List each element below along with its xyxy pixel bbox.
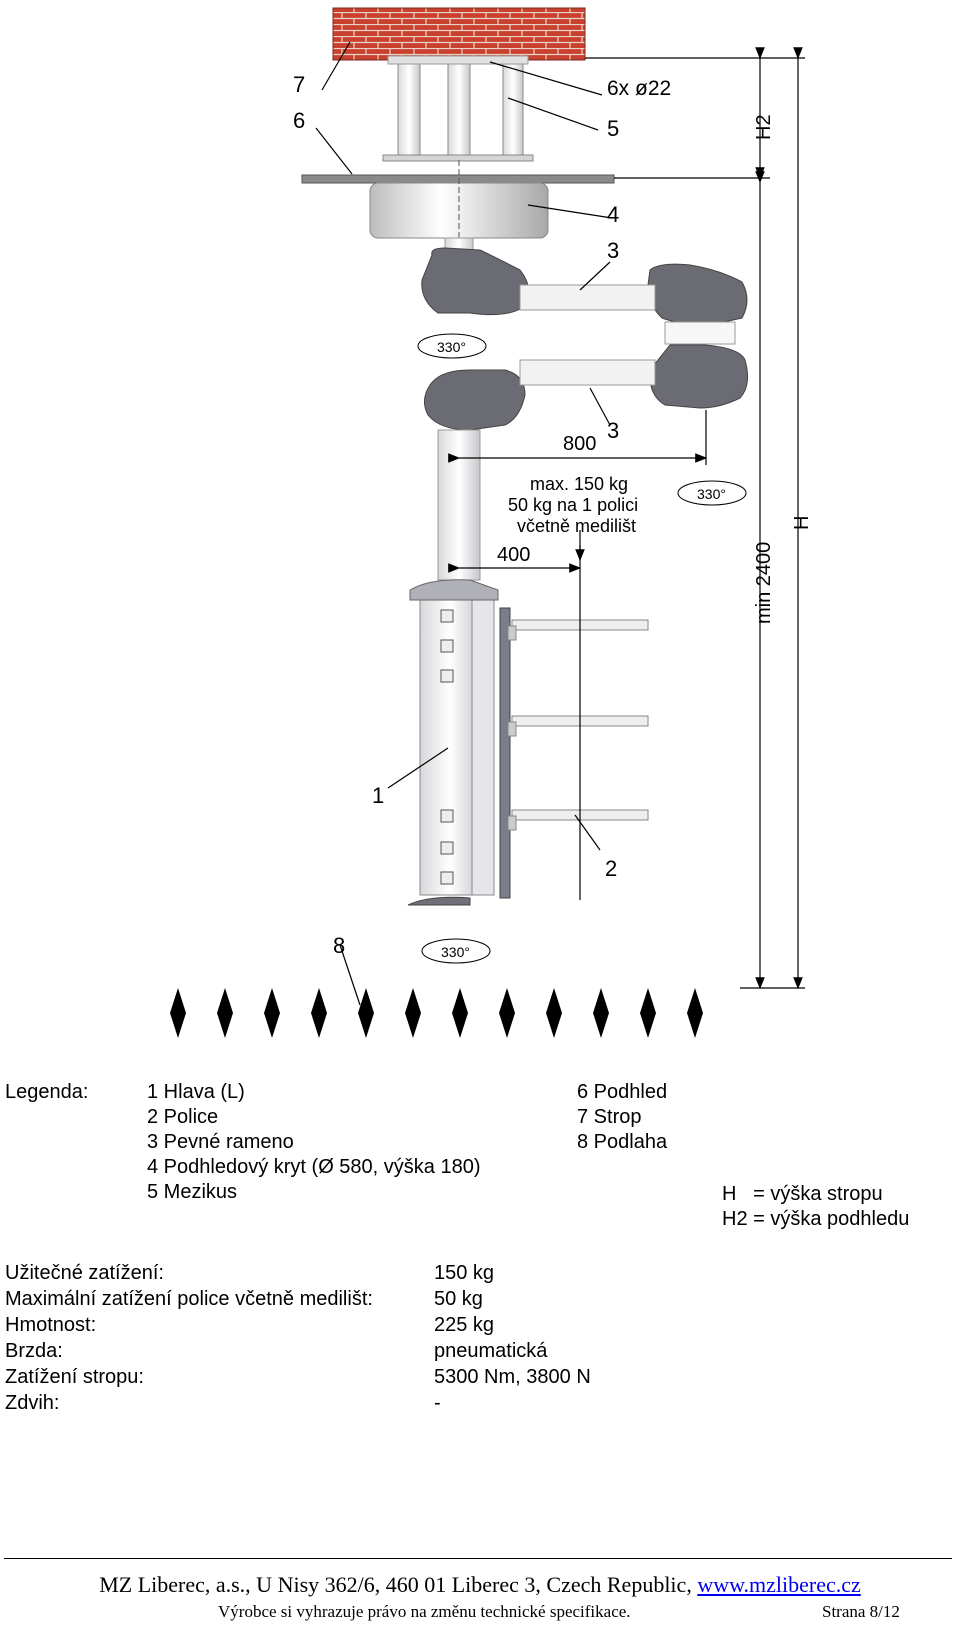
spec-label-useful-load: Užitečné zatížení: (5, 1262, 164, 1284)
legend-def-H2: H2 = výška podhledu (722, 1208, 910, 1230)
callout-7: 7 (293, 72, 305, 97)
arm-joints (421, 247, 749, 431)
legend-item-2: 2 Police (147, 1106, 219, 1128)
dim-800: 800 (563, 433, 596, 455)
callout-5: 5 (607, 116, 619, 141)
floor-tile-mark (499, 988, 515, 1038)
floor-tile-mark (358, 988, 374, 1038)
floor-tile-mark (217, 988, 233, 1038)
spec-value-lift: - (434, 1392, 441, 1414)
callout-1: 1 (372, 783, 384, 808)
legend-item-8: 8 Podlaha (577, 1131, 668, 1153)
rotation-marker-right: 330° (677, 480, 747, 506)
technical-drawing: 7 6 6x ø22 5 4 3 3 1 2 8 330° 330° 330° … (170, 7, 813, 1038)
callout-6x-d22: 6x ø22 (607, 77, 671, 100)
spec-value-ceiling-load: 5300 Nm, 3800 N (434, 1366, 591, 1388)
dim-H2: H2 (753, 114, 775, 140)
leader-lines (315, 41, 613, 1006)
callout-8: 8 (333, 933, 345, 958)
spec-label-weight: Hmotnost: (5, 1314, 97, 1336)
dim-400: 400 (497, 544, 530, 566)
head-unit (407, 579, 511, 906)
spec-label-ceiling-load: Zatížení stropu: (5, 1366, 144, 1388)
dimension-lines (448, 47, 805, 990)
floor-tile-mark (640, 988, 656, 1038)
footer-notice: Výrobce si vyhrazuje právo na změnu tech… (218, 1602, 631, 1621)
floor-tile-mark (452, 988, 468, 1038)
floor-tile-mark (546, 988, 562, 1038)
shelves (507, 619, 649, 831)
callout-3-lower: 3 (607, 418, 619, 443)
dim-min-2400: min 2400 (753, 542, 775, 624)
floor-tile-mark (311, 988, 327, 1038)
dim-H: H (791, 516, 813, 530)
svg-text:330°: 330° (697, 486, 726, 502)
fixed-arms (519, 284, 736, 386)
spec-value-brake: pneumatická (434, 1340, 548, 1362)
floor-tile-mark (687, 988, 703, 1038)
ceiling-brick (332, 7, 586, 61)
rotation-marker-bottom: 330° (421, 938, 491, 964)
legend-item-1: 1 Hlava (L) (147, 1081, 245, 1103)
suspended-ceiling (301, 174, 615, 184)
legend-item-7: 7 Strop (577, 1106, 642, 1128)
spec-value-shelf-load: 50 kg (434, 1288, 483, 1310)
load-note-line1: max. 150 kg (530, 474, 628, 494)
floor-tile-mark (593, 988, 609, 1038)
spec-label-shelf-load: Maximální zatížení police včetně mediliš… (5, 1288, 373, 1310)
column (437, 429, 481, 581)
svg-text:330°: 330° (437, 339, 466, 355)
legend-item-6: 6 Podhled (577, 1081, 668, 1103)
legend-item-3: 3 Pevné rameno (147, 1131, 294, 1153)
load-note-line2: 50 kg na 1 polici (508, 495, 638, 515)
footer-website-link[interactable]: www.mzliberec.cz (697, 1572, 861, 1597)
svg-text:330°: 330° (441, 944, 470, 960)
spec-value-useful-load: 150 kg (434, 1262, 495, 1284)
footer-company: MZ Liberec, a.s., U Nisy 362/6, 460 01 L… (0, 1572, 960, 1598)
floor-tile-mark (170, 988, 186, 1038)
floor (170, 988, 736, 1038)
footer-divider (4, 1558, 952, 1559)
floor-tile-mark (405, 988, 421, 1038)
legend-item-5: 5 Mezikus (147, 1181, 238, 1203)
footer-page-number: Strana 8/12 (822, 1602, 900, 1621)
callout-6: 6 (293, 108, 305, 133)
callout-3-upper: 3 (607, 238, 619, 263)
rotation-marker-upper: 330° (417, 333, 487, 359)
callout-4: 4 (607, 202, 619, 227)
footer-company-text: MZ Liberec, a.s., U Nisy 362/6, 460 01 L… (99, 1572, 698, 1597)
intermediate-rods (382, 55, 534, 162)
legend-item-4: 4 Podhledový kryt (Ø 580, výška 180) (147, 1156, 481, 1178)
load-note-line3: včetně medilišt (517, 516, 636, 536)
callout-2: 2 (605, 856, 617, 881)
spec-label-brake: Brzda: (5, 1340, 63, 1362)
spec-value-weight: 225 kg (434, 1314, 495, 1336)
spec-label-lift: Zdvih: (5, 1392, 60, 1414)
legend-heading: Legenda: (5, 1081, 89, 1103)
floor-tile-mark (264, 988, 280, 1038)
legend-def-H: H = výška stropu (722, 1183, 883, 1205)
